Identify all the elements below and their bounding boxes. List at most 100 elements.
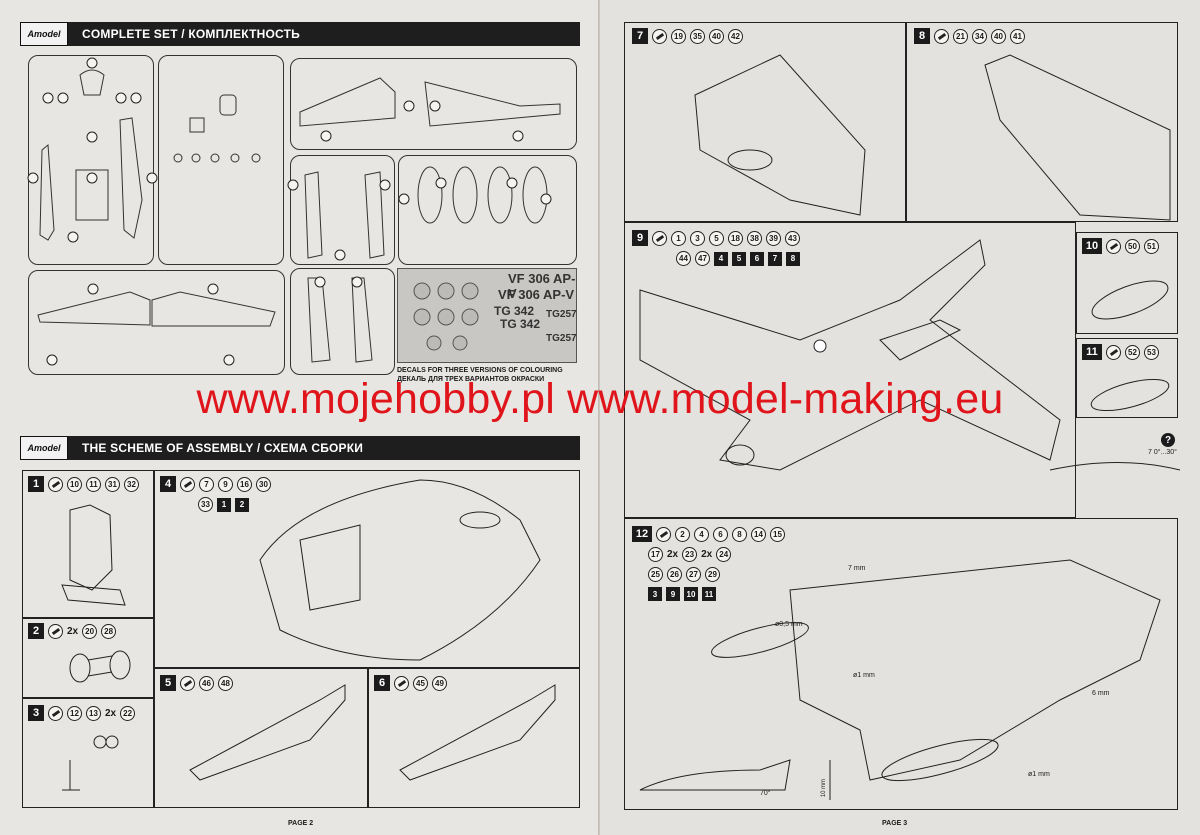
dim-label: ø1 mm (1028, 771, 1050, 778)
glue-icon (48, 705, 63, 721)
decal-line-4: TG 342 (500, 317, 541, 331)
parts-sprue-drawing (27, 57, 561, 366)
part-ref: 16 (237, 476, 252, 492)
step-11-box (1076, 338, 1178, 418)
part-ref: 19 (671, 28, 686, 44)
step-number: 1 (28, 476, 44, 492)
step-number: 10 (1082, 238, 1102, 254)
part-ref: 25 (648, 567, 663, 582)
part-ref: 3 (690, 230, 705, 246)
step-5-box (154, 668, 368, 808)
part-ref: 35 (690, 28, 705, 44)
part-ref: 21 (953, 28, 968, 44)
sprue-booms (290, 155, 395, 265)
step-ref: 8 (786, 251, 800, 266)
part-ref: 2 (675, 526, 690, 542)
decal-sheet: VF 306 AP-V VF 306 AP-V TG 342 TG 342 TG… (397, 268, 577, 363)
sprue-small-parts (158, 55, 284, 265)
glue-icon (1106, 238, 1121, 254)
step-ref: 10 (684, 587, 698, 601)
glue-icon (48, 476, 63, 492)
part-ref: 45 (413, 675, 428, 691)
part-ref: 14 (751, 526, 766, 542)
part-ref: 6 (713, 526, 728, 542)
step-ref: 4 (714, 251, 728, 266)
dim-label: 6 mm (1092, 690, 1110, 697)
sprue-booms-2 (290, 268, 395, 375)
decal-line-1: VF 306 AP-V (508, 271, 576, 301)
step-ref: 9 (666, 587, 680, 601)
part-ref: 53 (1144, 344, 1159, 360)
part-ref: 32 (124, 476, 139, 492)
part-ref: 40 (991, 28, 1006, 44)
step-number: 3 (28, 705, 44, 721)
part-ref: 4 (694, 526, 709, 542)
glue-icon (394, 675, 409, 691)
step-4-row2: 33 1 2 (198, 497, 249, 512)
help-icon: ? (1161, 433, 1175, 447)
quantity-label: 2x (701, 549, 713, 560)
assembly-drawings-left (61, 479, 556, 791)
dim-label: ø1 mm (853, 672, 875, 679)
assembly-drawings-right (639, 54, 1181, 800)
decal-line-6: TG257 (546, 333, 577, 344)
step-number: 6 (374, 675, 390, 691)
part-ref: 17 (648, 547, 663, 562)
quantity-label: 2x (67, 625, 79, 637)
page-number-right: PAGE 3 (882, 820, 908, 827)
part-ref: 52 (1125, 344, 1140, 360)
step-6-header: 6 45 49 (374, 675, 447, 691)
amodel-logo: Amodel (20, 22, 68, 46)
part-ref: 47 (695, 251, 710, 266)
step-12-row3: 25 26 27 29 (648, 567, 720, 582)
part-ref: 12 (67, 705, 82, 721)
step-1-box (22, 470, 154, 618)
sprue-fuselage (28, 55, 154, 265)
part-ref: 5 (709, 230, 724, 246)
part-ref: 24 (716, 547, 732, 562)
step-3-header: 3 12 13 2x 22 (28, 705, 136, 721)
part-ref: 33 (198, 497, 213, 512)
step-number: 9 (632, 230, 648, 246)
decal-caption: DECALS FOR THREE VERSIONS OF COLOURING Д… (397, 366, 563, 384)
part-ref: 7 (199, 476, 214, 492)
part-ref: 31 (105, 476, 120, 492)
decal-line-2: VF 306 AP-V (498, 287, 575, 302)
step-4-header: 4 7 9 16 30 (160, 476, 271, 492)
step-9-row2: 44 47 4 5 6 7 8 (676, 251, 800, 266)
glue-icon (934, 28, 949, 44)
part-ref: 11 (86, 476, 101, 492)
part-ref: 23 (682, 547, 698, 562)
step-number: 5 (160, 675, 176, 691)
step-number: 2 (28, 623, 44, 639)
decal-caption-en: DECALS FOR THREE VERSIONS OF COLOURING (397, 367, 563, 374)
dim-label: 70° (760, 790, 771, 797)
sprue-tanks (398, 155, 577, 265)
part-ref: 20 (82, 623, 98, 639)
step-10-header: 10 50 51 (1082, 238, 1159, 254)
part-ref: 9 (218, 476, 233, 492)
part-ref: 40 (709, 28, 724, 44)
step-7-box (624, 22, 906, 222)
glue-icon (1106, 344, 1121, 360)
sprue-wing-lower (28, 270, 285, 375)
part-ref: 34 (972, 28, 987, 44)
part-ref: 1 (671, 230, 686, 246)
part-ref: 41 (1010, 28, 1025, 44)
watermark: www.mojehobby.pl www.model-making.eu (196, 375, 1004, 423)
glue-icon (656, 526, 671, 542)
dim-label: 7 mm (848, 565, 866, 572)
step-ref: 11 (702, 587, 716, 601)
left-page: Amodel COMPLETE SET / КОМПЛЕКТНОСТЬ (0, 0, 600, 835)
part-ref: 38 (747, 230, 762, 246)
step-9-header: 9 1 3 5 18 38 39 43 (632, 230, 800, 246)
decal-caption-ru: ДЕКАЛЬ ДЛЯ ТРЕХ ВАРИАНТОВ ОКРАСКИ (397, 376, 545, 383)
part-ref: 10 (67, 476, 82, 492)
part-ref: 29 (705, 567, 720, 582)
assembly-title: THE SCHEME OF ASSEMBLY / СХЕМА СБОРКИ (82, 441, 364, 455)
glue-icon (652, 28, 667, 44)
step-7-header: 7 19 35 40 42 (632, 28, 743, 44)
dim-label: 7 0°...30° (1148, 449, 1177, 456)
decal-line-3: TG 342 (494, 304, 535, 318)
part-ref: 27 (686, 567, 701, 582)
